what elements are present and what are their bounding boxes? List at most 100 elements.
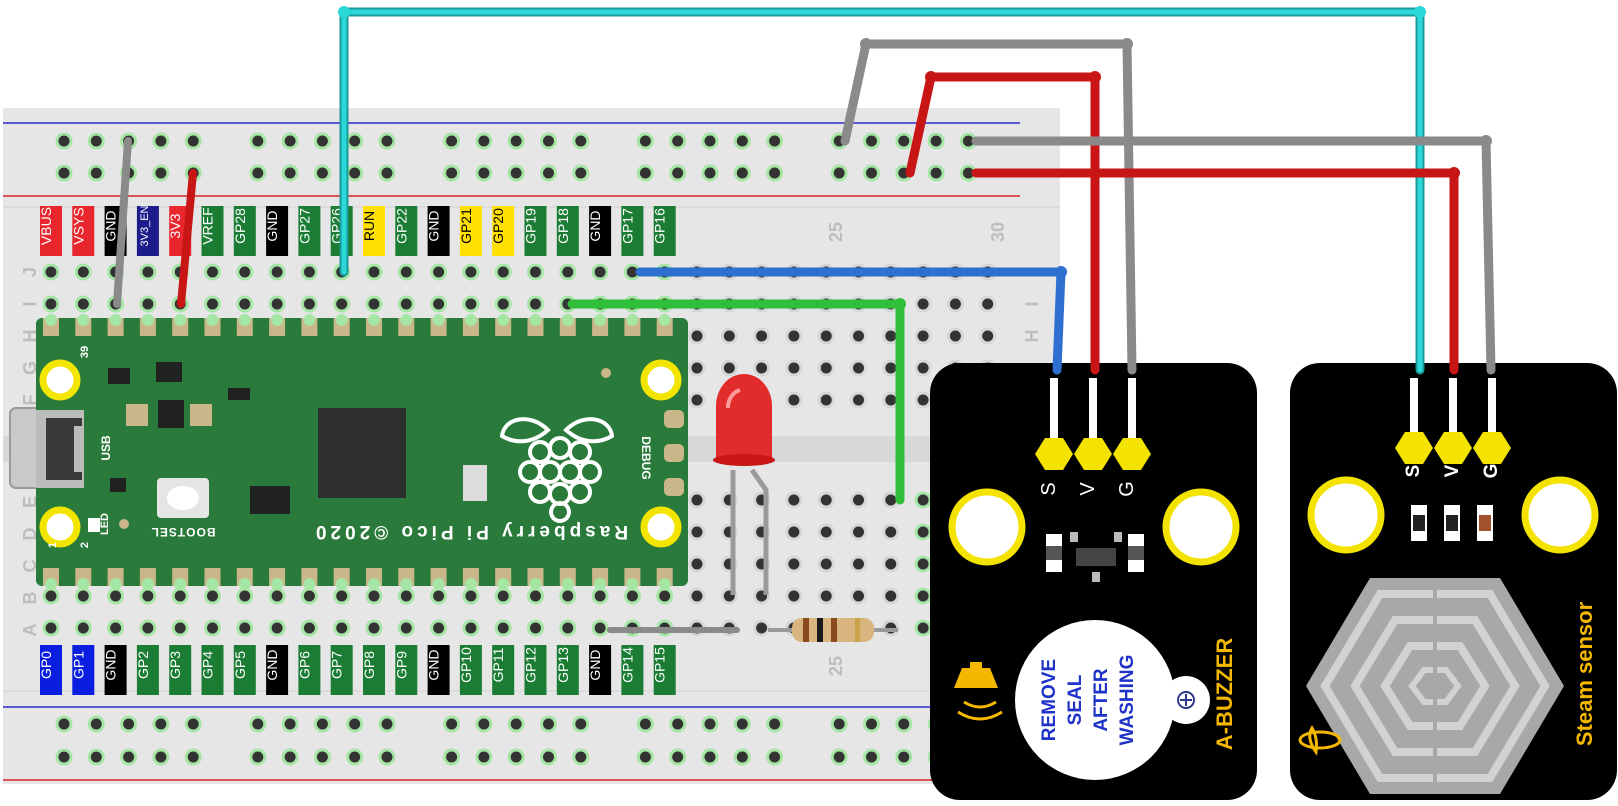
pico-top-pin-label: 3V3 bbox=[167, 213, 183, 238]
rail-hole bbox=[636, 164, 654, 182]
pico-bottom-pin-label: GP7 bbox=[329, 651, 345, 679]
pico-castellation-hole bbox=[432, 578, 445, 590]
wire-bend-point bbox=[338, 6, 350, 18]
pico-debug-label: DEBUG bbox=[639, 436, 653, 479]
pico-bottom-pin-tag bbox=[621, 645, 644, 695]
breadboard-hole bbox=[171, 619, 189, 637]
breadboard-hole bbox=[397, 619, 415, 637]
buzzer-pad-s bbox=[1035, 438, 1073, 470]
pico-castellation-hole bbox=[303, 314, 316, 326]
pico-castellation-hole bbox=[141, 314, 154, 326]
breadboard-hole bbox=[268, 263, 286, 281]
resistor-band-1 bbox=[803, 618, 809, 642]
pico-top-pin-label: VBUS bbox=[38, 207, 54, 245]
wire-bend-point bbox=[894, 298, 906, 310]
rail-hole bbox=[927, 132, 945, 150]
rail-hole bbox=[281, 164, 299, 182]
row-letter-d: D bbox=[20, 528, 40, 541]
breadboard-hole bbox=[591, 619, 609, 637]
steam-pad-ring-3 bbox=[1380, 642, 1490, 730]
breadboard-hole bbox=[204, 295, 221, 313]
raspberry-logo bbox=[499, 417, 615, 523]
rail-hole bbox=[152, 132, 170, 150]
buzzer-transistor-leg-2 bbox=[1114, 532, 1122, 542]
raspberry-leaf-left bbox=[499, 417, 551, 444]
pico-top-pin-label: VSYS bbox=[70, 207, 86, 244]
breadboard-hole bbox=[914, 555, 932, 573]
pico-pin-2-label: 2 bbox=[79, 542, 91, 548]
col-number-25-bottom: 25 bbox=[826, 656, 846, 676]
breadboard-hole bbox=[365, 295, 383, 313]
breadboard-hole bbox=[204, 587, 221, 605]
seal-line-3: AFTER bbox=[1091, 668, 1112, 732]
pico-top-pin-label: GP22 bbox=[393, 208, 409, 244]
rail-hole bbox=[443, 748, 461, 766]
pico-bottom-pin-label: GP5 bbox=[232, 651, 248, 679]
pico-bottom-pin-label: GP1 bbox=[70, 651, 86, 679]
pico-bottom-pin-label: GP9 bbox=[393, 651, 409, 679]
rail-hole bbox=[87, 132, 105, 150]
row-letter-e: E bbox=[20, 496, 40, 508]
breadboard-hole bbox=[462, 587, 480, 605]
pico-castellation-hole bbox=[400, 314, 413, 326]
pico-debug-header bbox=[664, 410, 684, 496]
rail-hole bbox=[636, 132, 654, 150]
steam-sensing-pad bbox=[1306, 578, 1564, 794]
pico-bottom-pin-tag bbox=[330, 645, 353, 695]
pico-castellation-hole bbox=[658, 314, 671, 326]
pico-castellation-hole bbox=[271, 314, 284, 326]
steam-pad-v bbox=[1434, 432, 1472, 464]
breadboard-hole bbox=[914, 523, 932, 541]
pico-castellation-hole bbox=[529, 314, 542, 326]
steam-pin-g bbox=[1488, 378, 1496, 440]
pico-castellation-hole bbox=[45, 314, 57, 326]
breadboard-hole bbox=[850, 391, 867, 409]
rail-hole bbox=[313, 164, 331, 182]
breadboard-hole bbox=[74, 263, 92, 281]
pico-castellation-hole bbox=[594, 578, 607, 590]
pico-bottom-pin-label: GP2 bbox=[135, 651, 151, 679]
steam-title: Steam sensor bbox=[1572, 601, 1597, 746]
wire-cyan-steam-signal-inner bbox=[341, 9, 1423, 373]
breadboard-hole bbox=[946, 327, 964, 345]
breadboard-hole bbox=[527, 587, 544, 605]
rail-hole bbox=[766, 715, 784, 733]
pico-top-pin-tag bbox=[589, 206, 612, 256]
pico-usb-shape bbox=[46, 418, 82, 480]
pico-bottom-pin-tag bbox=[72, 645, 95, 695]
breadboard-hole bbox=[914, 359, 932, 377]
breadboard-hole bbox=[753, 327, 771, 345]
resistor bbox=[768, 618, 898, 642]
wire-red-3v3-jumper bbox=[177, 169, 197, 308]
rail-hole bbox=[346, 132, 364, 150]
buzzer-pin-v bbox=[1089, 378, 1097, 440]
breadboard-hole bbox=[882, 523, 900, 541]
col-number-25-top: 25 bbox=[826, 222, 846, 242]
rail-hole bbox=[540, 164, 557, 182]
pico-bottom-pin-tag bbox=[427, 645, 450, 695]
breadboard-hole bbox=[171, 587, 189, 605]
rail-hole bbox=[733, 748, 751, 766]
pico-bottom-pin-tag bbox=[104, 645, 127, 695]
rail-hole bbox=[507, 715, 525, 733]
rail-hole bbox=[152, 748, 170, 766]
speaker-icon-cone bbox=[954, 668, 998, 688]
breadboard-hole bbox=[268, 295, 286, 313]
pico-bottom-pin-label: GP15 bbox=[652, 647, 668, 683]
pico-pin-39-label: 39 bbox=[79, 346, 91, 358]
pico-castellation-hole bbox=[400, 578, 413, 590]
breadboard-hole bbox=[42, 263, 60, 281]
pico-crystal bbox=[463, 465, 487, 501]
rail-hole bbox=[895, 132, 913, 150]
breadboard-hole bbox=[914, 391, 932, 409]
pico-top-pin-label: GP20 bbox=[490, 208, 506, 244]
pico-bottom-pin-tag bbox=[136, 645, 159, 695]
pico-top-pin-tag bbox=[72, 206, 95, 256]
rail-hole bbox=[701, 715, 719, 733]
pico-castellation-hole bbox=[206, 578, 219, 590]
breadboard-hole bbox=[462, 263, 480, 281]
rail-hole bbox=[830, 715, 848, 733]
